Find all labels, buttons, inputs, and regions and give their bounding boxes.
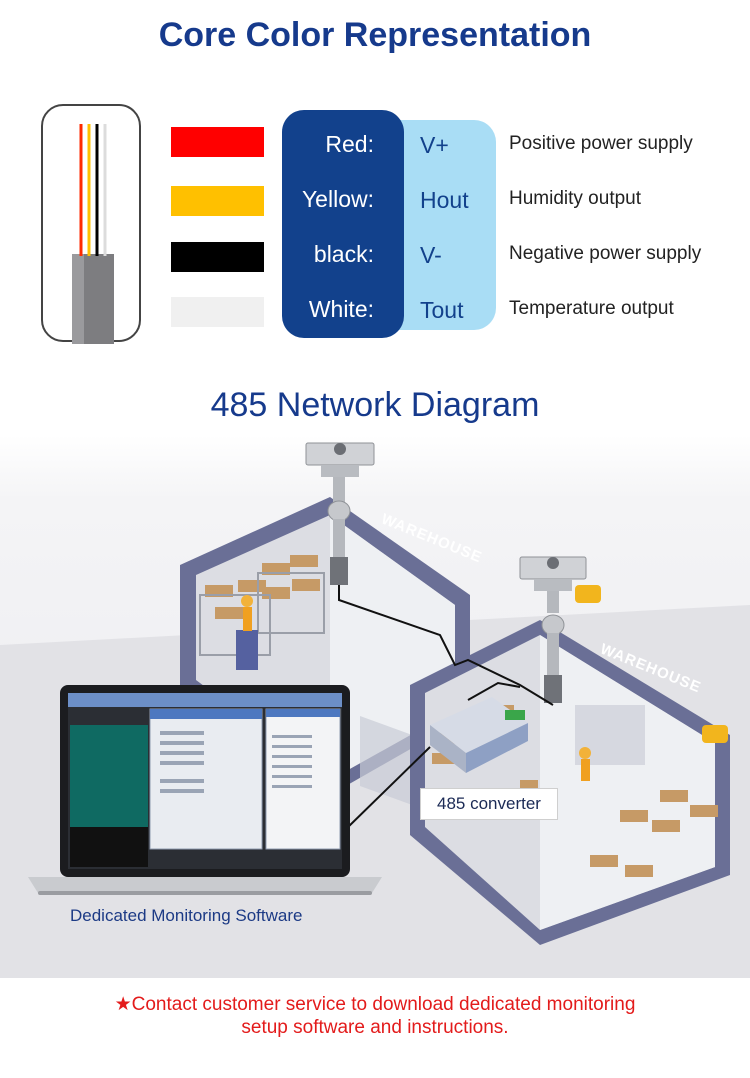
wire-code-yellow: Hout: [420, 187, 469, 213]
sensor-1: [305, 442, 375, 585]
wire-name-yellow: Yellow:: [301, 186, 374, 212]
swatch-white: [171, 297, 264, 327]
laptop: [28, 685, 382, 895]
swatch-red: [171, 127, 264, 157]
swatch-yellow: [171, 186, 264, 216]
wire-desc-white: Temperature output: [509, 298, 674, 319]
wire-desc-black: Negative power supply: [509, 243, 702, 264]
swatch-black: [171, 242, 264, 272]
software-label: Dedicated Monitoring Software: [70, 906, 303, 925]
warehouse-scene: WAREHOUSE WAREHOUSE: [0, 435, 750, 978]
core-color-title: Core Color Representation: [158, 16, 592, 54]
contact-notice: ★Contact customer service to download de…: [0, 978, 750, 1078]
wire-code-white: Tout: [420, 297, 464, 323]
wire-code-black: V-: [420, 242, 442, 268]
wire-name-black: black:: [313, 241, 374, 267]
sensor-2: [519, 556, 587, 703]
wire-name-white: White:: [308, 296, 374, 322]
converter-label: 485 converter: [420, 788, 558, 820]
name-panel: [282, 110, 404, 338]
converter-module: [430, 697, 528, 773]
contact-line-2: setup software and instructions.: [241, 1017, 509, 1038]
wire-desc-yellow: Humidity output: [509, 188, 642, 209]
cable-illustration: [41, 104, 141, 344]
contact-line-1: ★Contact customer service to download de…: [114, 994, 636, 1015]
network-diagram-title: 485 Network Diagram: [210, 386, 540, 424]
wire-desc-red: Positive power supply: [509, 133, 693, 154]
wire-code-red: V+: [420, 132, 449, 158]
wire-name-red: Red:: [325, 131, 374, 157]
